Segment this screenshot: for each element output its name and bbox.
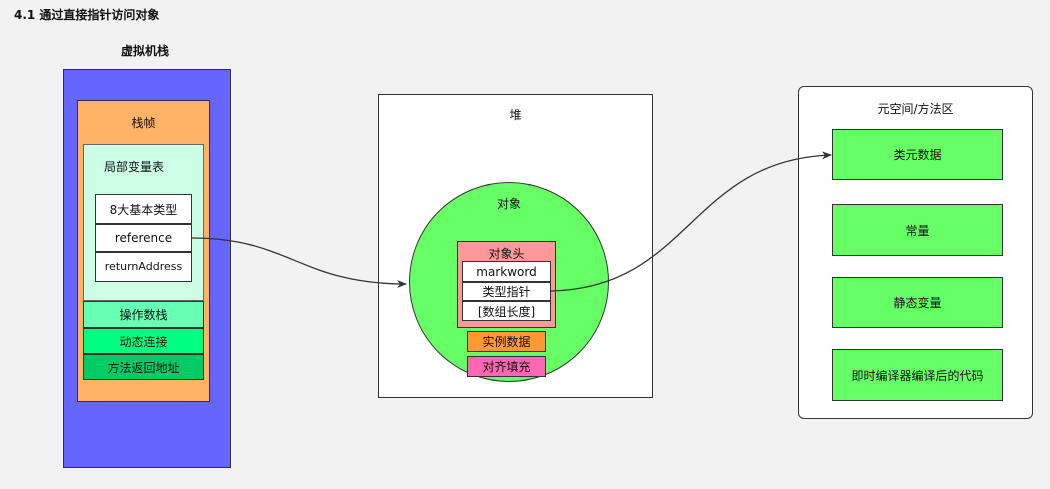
vm-stack-title: 虚拟机栈 (120, 44, 169, 58)
primitive-types-cell: 8大基本类型 (95, 194, 192, 224)
static-variables-box: 静态变量 (832, 277, 1003, 328)
class-metadata-box: 类元数据 (832, 129, 1003, 180)
alignment-padding-box: 对齐填充 (467, 356, 546, 377)
object-label: 对象 (496, 197, 521, 211)
return-address-cell: returnAddress (95, 252, 192, 282)
method-return-address-bar: 方法返回地址 (83, 354, 204, 380)
instance-data-box: 实例数据 (467, 331, 546, 352)
local-variable-table-label: 局部变量表 (104, 160, 165, 174)
reference-cell: reference (95, 224, 192, 252)
page-heading: 4.1 通过直接指针访问对象 (14, 8, 160, 22)
stack-frame-label: 栈帧 (131, 116, 156, 130)
reference-to-object-arrow (191, 237, 407, 288)
constants-box: 常量 (832, 204, 1003, 256)
dynamic-link-bar: 动态连接 (83, 328, 204, 354)
type-pointer-cell: 类型指针 (462, 282, 551, 301)
metaspace-label: 元空间/方法区 (877, 102, 954, 116)
heap-label: 堆 (509, 108, 522, 122)
operand-stack-bar: 操作数栈 (83, 301, 204, 328)
object-header-label: 对象头 (488, 247, 525, 261)
type-pointer-to-class-metadata-arrow (550, 151, 832, 292)
array-length-cell: [数组长度] (462, 301, 551, 321)
markword-cell: markword (462, 261, 551, 282)
jit-compiled-code-box: 即时编译器编译后的代码 (832, 349, 1003, 401)
